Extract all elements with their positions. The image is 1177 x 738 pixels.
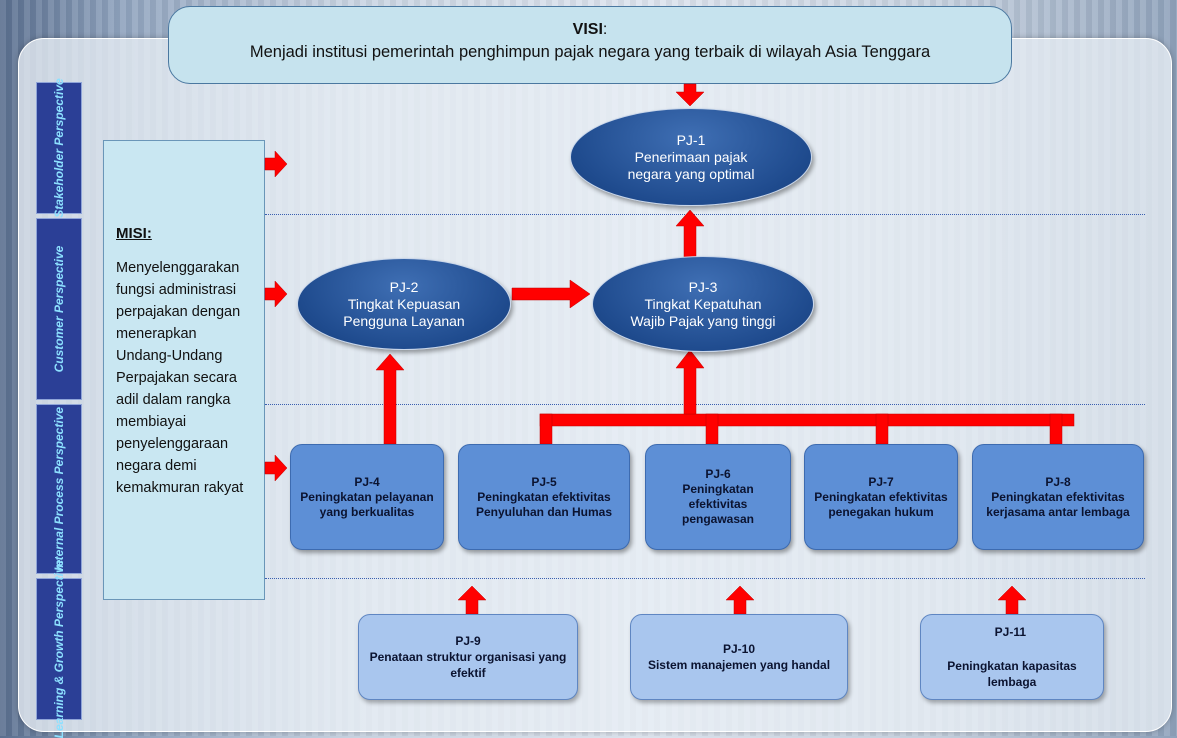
objective-pj8-id: PJ-8 xyxy=(1045,474,1071,489)
arrow-misi-stakeholder xyxy=(264,150,288,178)
objective-pj3-id: PJ-3 xyxy=(688,278,718,295)
objective-pj9-text: Penataan struktur organisasi yang efekti… xyxy=(369,650,567,680)
objective-pj1: PJ-1 Penerimaan pajak negara yang optima… xyxy=(570,108,812,206)
arrow-misi-customer xyxy=(264,280,288,308)
perspective-learning-growth: Learning & Growth Perspective xyxy=(36,560,82,738)
objective-pj8-text: Peningkatan efektivitas kerjasama antar … xyxy=(986,489,1130,519)
arrow-pj10-process xyxy=(725,585,755,615)
objective-pj3-text: Tingkat Kepatuhan Wajib Pajak yang tingg… xyxy=(630,295,776,329)
objective-pj2-id: PJ-2 xyxy=(389,278,419,295)
objective-pj11: PJ-11 Peningkatan kapasitas lembaga xyxy=(920,614,1104,700)
objective-pj11-text: Peningkatan kapasitas lembaga xyxy=(947,659,1077,689)
bus-drop-pj7 xyxy=(875,413,889,445)
divider-customer xyxy=(265,404,1145,405)
misi-title: MISI: xyxy=(116,225,152,242)
visi-label: VISI xyxy=(572,21,603,38)
objective-pj5-text: Peningkatan efektivitas Penyuluhan dan H… xyxy=(475,489,613,519)
bus-drop-pj5 xyxy=(539,413,553,445)
divider-internal xyxy=(265,578,1145,579)
arrow-bus-pj3 xyxy=(675,349,705,415)
process-bus-bar xyxy=(539,413,1075,427)
objective-pj10: PJ-10 Sistem manajemen yang handal xyxy=(630,614,848,700)
visi-text: Menjadi institusi pemerintah penghimpun … xyxy=(249,43,931,61)
perspective-stakeholder: Stakeholder Perspective xyxy=(36,78,82,218)
objective-pj10-id: PJ-10 xyxy=(722,642,756,656)
arrow-pj3-pj1 xyxy=(675,209,705,263)
objective-pj9-id: PJ-9 xyxy=(455,634,481,648)
objective-pj5-id: PJ-5 xyxy=(531,474,557,489)
objective-pj5: PJ-5 Peningkatan efektivitas Penyuluhan … xyxy=(458,444,630,550)
perspective-internal-process: Internal Process Perspective xyxy=(36,404,82,574)
objective-pj11-id: PJ-11 xyxy=(994,625,1026,639)
objective-pj10-text: Sistem manajemen yang handal xyxy=(647,658,831,672)
arrow-pj9-process xyxy=(457,585,487,615)
objective-pj4-id: PJ-4 xyxy=(354,474,380,489)
bus-drop-pj8 xyxy=(1049,413,1063,445)
objective-pj8: PJ-8 Peningkatan efektivitas kerjasama a… xyxy=(972,444,1144,550)
objective-pj1-text: Penerimaan pajak negara yang optimal xyxy=(627,148,755,182)
bus-drop-pj6 xyxy=(705,413,719,445)
misi-text: Menyelenggarakan fungsi administrasi per… xyxy=(116,260,244,496)
objective-pj7-text: Peningkatan efektivitas penegakan hukum xyxy=(814,489,948,519)
arrow-pj11-process xyxy=(997,585,1027,615)
arrow-pj2-pj3 xyxy=(511,279,591,309)
objective-pj6-id: PJ-6 xyxy=(705,467,731,481)
objective-pj6: PJ-6 Peningkatan efektivitas pengawasan xyxy=(645,444,791,550)
visi-box: VISI: Menjadi institusi pemerintah pengh… xyxy=(168,6,1012,84)
divider-stakeholder xyxy=(265,214,1145,215)
perspective-customer: Customer Perspective xyxy=(36,218,82,400)
objective-pj4: PJ-4 Peningkatan pelayanan yang berkuali… xyxy=(290,444,444,550)
arrow-misi-process xyxy=(264,454,288,482)
objective-pj6-text: Peningkatan efektivitas pengawasan xyxy=(681,482,755,526)
objective-pj2-text: Tingkat Kepuasan Pengguna Layanan xyxy=(343,295,465,329)
objective-pj4-text: Peningkatan pelayanan yang berkualitas xyxy=(300,489,434,519)
arrow-visi-pj1 xyxy=(675,83,705,107)
objective-pj7: PJ-7 Peningkatan efektivitas penegakan h… xyxy=(804,444,958,550)
objective-pj1-id: PJ-1 xyxy=(676,131,706,148)
objective-pj9: PJ-9 Penataan struktur organisasi yang e… xyxy=(358,614,578,700)
arrow-pj4-pj2 xyxy=(375,353,405,445)
objective-pj7-id: PJ-7 xyxy=(868,474,894,489)
objective-pj2: PJ-2 Tingkat Kepuasan Pengguna Layanan xyxy=(297,258,511,350)
misi-box: MISI: Menyelenggarakan fungsi administra… xyxy=(103,140,265,600)
objective-pj3: PJ-3 Tingkat Kepatuhan Wajib Pajak yang … xyxy=(592,256,814,352)
